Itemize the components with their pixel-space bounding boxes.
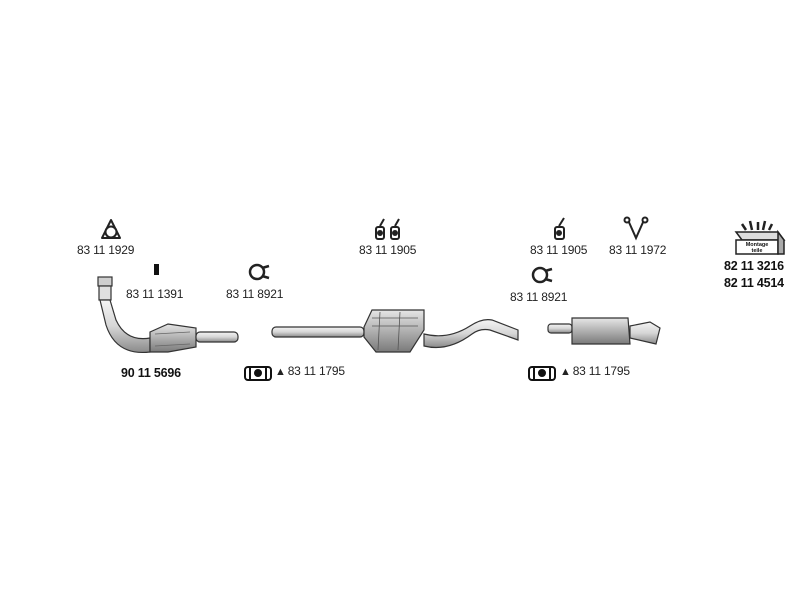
part-number-mounting-kit-2: 82 11 4514 bbox=[724, 276, 784, 290]
ring-gasket-icon bbox=[101, 219, 121, 239]
part-number-clamp-ring-front: 83 11 8921 bbox=[226, 287, 284, 301]
part-number-text: 83 11 1795 bbox=[287, 364, 345, 378]
part-number-pipe-clamp-rear: ▲83 11 1795 bbox=[560, 364, 630, 379]
warning-triangle-icon: ▲ bbox=[275, 366, 286, 378]
hanger-icon bbox=[623, 216, 649, 241]
part-number-bolt: 83 11 1391 bbox=[126, 287, 184, 301]
rear-muffler-shape bbox=[547, 317, 661, 345]
part-number-clamp-ring-rear: 83 11 8921 bbox=[510, 290, 568, 304]
mounting-kit-box-icon bbox=[734, 220, 786, 255]
part-number-catalytic-converter: 90 11 5696 bbox=[121, 366, 181, 380]
part-number-rubber-mount-rear: 83 11 1905 bbox=[530, 243, 588, 257]
part-number-text: 83 11 1795 bbox=[572, 364, 630, 378]
mounting-kit-box-text-1: Montage bbox=[746, 242, 769, 248]
middle-muffler-shape bbox=[271, 309, 519, 353]
bolt-icon bbox=[154, 264, 159, 275]
rubber-mount-rear-icon bbox=[554, 217, 565, 240]
warning-triangle-icon: ▲ bbox=[560, 366, 571, 378]
pipe-clamp-rear-icon bbox=[528, 366, 556, 381]
part-number-rubber-mounts-middle: 83 11 1905 bbox=[359, 243, 417, 257]
rubber-mounts-middle-icon bbox=[375, 218, 400, 240]
mounting-kit-box-text-2: teile bbox=[751, 248, 762, 254]
catalytic-converter-shape bbox=[97, 276, 239, 354]
clamp-ring-front-icon bbox=[248, 263, 270, 281]
clamp-ring-rear-icon bbox=[531, 266, 553, 284]
pipe-clamp-front-icon bbox=[244, 366, 272, 381]
part-number-pipe-clamp-front: ▲83 11 1795 bbox=[275, 364, 345, 379]
part-number-mounting-kit-1: 82 11 3216 bbox=[724, 259, 784, 273]
part-number-hanger: 83 11 1972 bbox=[609, 243, 667, 257]
part-number-ring-gasket: 83 11 1929 bbox=[77, 243, 135, 257]
